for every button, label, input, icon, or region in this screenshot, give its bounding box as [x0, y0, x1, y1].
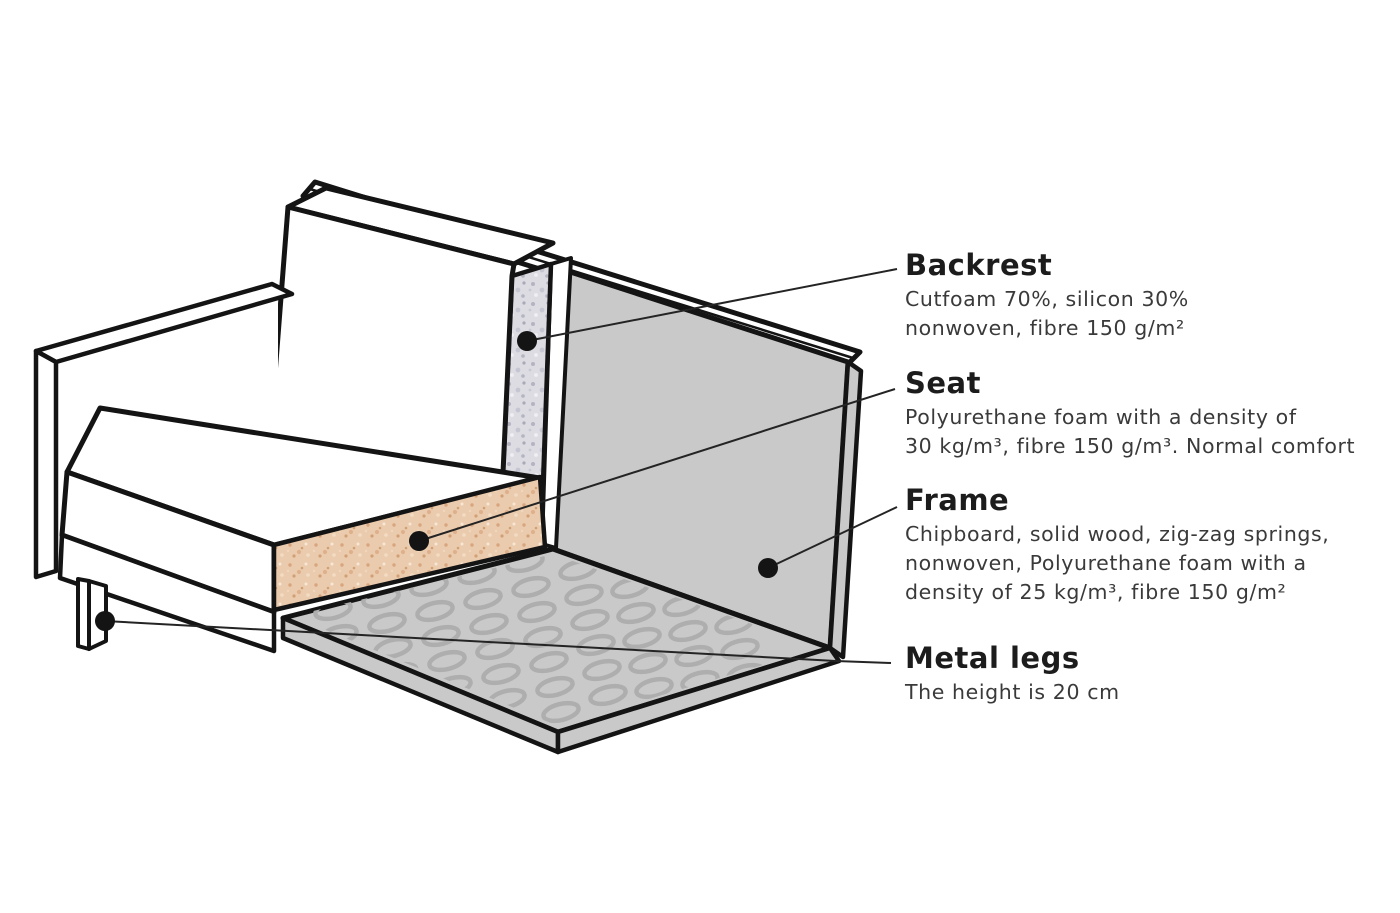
callout-seat: Seat Polyurethane foam with a density of… — [905, 366, 1385, 461]
callout-seat-title: Seat — [905, 366, 981, 400]
callout-backrest-body: Cutfoam 70%, silicon 30% nonwoven, fibre… — [905, 287, 1189, 340]
leader-lines — [104, 268, 898, 664]
callout-seat-body: Polyurethane foam with a density of 30 k… — [905, 405, 1356, 458]
frame-panel-edge — [827, 359, 864, 660]
leader-line-seat — [418, 388, 896, 542]
leader-line-backrest — [526, 268, 898, 342]
callout-metal-legs-title: Metal legs — [905, 641, 1080, 675]
callout-frame-body: Chipboard, solid wood, zig-zag springs, … — [905, 522, 1330, 604]
leader-line-metal-legs — [104, 620, 892, 664]
callout-metal-legs: Metal legs The height is 20 cm — [905, 641, 1385, 707]
callout-dot-metal-legs — [95, 611, 115, 631]
callout-frame: Frame Chipboard, solid wood, zig-zag spr… — [905, 483, 1385, 607]
callout-backrest-title: Backrest — [905, 248, 1053, 282]
callout-dot-frame — [758, 558, 778, 578]
callout-metal-legs-body: The height is 20 cm — [905, 680, 1120, 704]
callout-dots — [95, 331, 778, 631]
base-rail — [57, 532, 277, 654]
armrest-front-post — [33, 348, 59, 580]
callout-dot-seat — [409, 531, 429, 551]
callout-backrest: Backrest Cutfoam 70%, silicon 30% nonwov… — [905, 248, 1385, 343]
callout-frame-title: Frame — [905, 483, 1010, 517]
callout-dot-backrest — [517, 331, 537, 351]
leader-line-frame — [767, 506, 898, 569]
